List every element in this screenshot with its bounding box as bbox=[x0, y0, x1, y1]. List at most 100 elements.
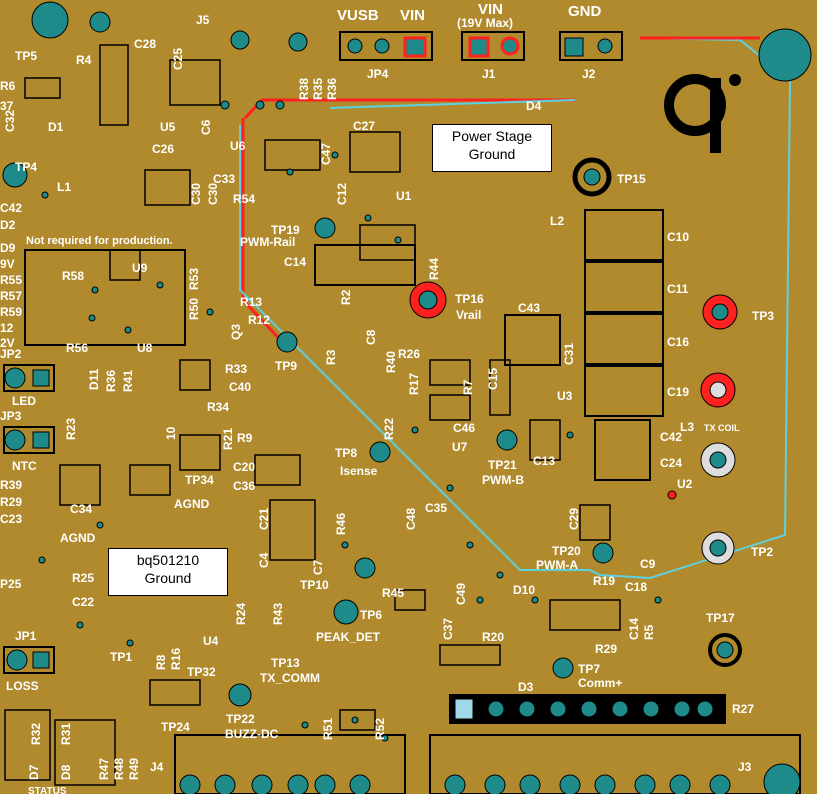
label-9v: 9V bbox=[0, 257, 15, 271]
label-j5: J5 bbox=[196, 13, 210, 27]
label-r58: R58 bbox=[62, 269, 84, 283]
label-c21: C21 bbox=[257, 508, 271, 530]
label-c42b: C42 bbox=[660, 430, 682, 444]
label-r13: R13 bbox=[240, 295, 262, 309]
label-d1: D1 bbox=[48, 120, 64, 134]
label-r12: R12 bbox=[248, 313, 270, 327]
label-c32: C32 bbox=[3, 110, 17, 132]
label-r29: R29 bbox=[595, 642, 617, 656]
label-c20: C20 bbox=[233, 460, 255, 474]
label-tp22: TP22 bbox=[226, 712, 255, 726]
label-c27: C27 bbox=[353, 119, 375, 133]
label-r5: R5 bbox=[642, 624, 656, 640]
label-r6: R6 bbox=[0, 79, 16, 93]
label-vusb: VUSB bbox=[337, 7, 379, 24]
label-c14b: C14 bbox=[627, 618, 641, 640]
label-c47: C47 bbox=[319, 143, 333, 165]
label-r35: R35 bbox=[311, 78, 325, 100]
label-c37: C37 bbox=[441, 618, 455, 640]
label-2v: 2V bbox=[0, 336, 15, 350]
vias bbox=[38, 100, 677, 742]
label-u3: U3 bbox=[557, 389, 573, 403]
label-c24: C24 bbox=[660, 456, 682, 470]
qi-logo-icon bbox=[664, 74, 741, 153]
label-r50: R50 bbox=[187, 298, 201, 320]
label-jp4: JP4 bbox=[367, 67, 389, 81]
label-tp1: TP1 bbox=[110, 650, 132, 664]
label-r19: R19 bbox=[593, 574, 615, 588]
label-status: STATUS bbox=[28, 786, 67, 794]
label-c25: C25 bbox=[171, 48, 185, 70]
label-c48: C48 bbox=[404, 508, 418, 530]
label-r36: R36 bbox=[325, 78, 339, 100]
label-c43: C43 bbox=[518, 301, 540, 315]
label-r17: R17 bbox=[407, 373, 421, 395]
label-agnd: AGND bbox=[174, 497, 210, 511]
label-r52: R52 bbox=[373, 718, 387, 740]
label-c33: C33 bbox=[213, 172, 235, 186]
label-r32: R32 bbox=[29, 723, 43, 745]
label-d3: D3 bbox=[518, 680, 534, 694]
label-u4: U4 bbox=[203, 634, 219, 648]
test-points bbox=[2, 11, 742, 707]
label-r55: R55 bbox=[0, 273, 22, 287]
label-jp3: JP3 bbox=[0, 409, 22, 423]
label-tp21: TP21 bbox=[488, 458, 517, 472]
label-r21: R21 bbox=[221, 428, 235, 450]
label-c30: C30 bbox=[189, 183, 203, 205]
connector-pins bbox=[179, 698, 731, 794]
label-j3: J3 bbox=[738, 760, 752, 774]
label-c14: C14 bbox=[284, 255, 306, 269]
label-r10: 10 bbox=[164, 426, 178, 440]
label-r41: R41 bbox=[121, 370, 135, 392]
label-r36b: R36 bbox=[104, 370, 118, 392]
label-pwm-a: PWM-A bbox=[536, 558, 578, 572]
label-isense: Isense bbox=[340, 464, 378, 478]
label-r44: R44 bbox=[427, 258, 441, 280]
label-c40: C40 bbox=[229, 380, 251, 394]
label-c15: C15 bbox=[486, 368, 500, 390]
label-c8: C8 bbox=[364, 329, 378, 345]
note-bq501210-ground: bq501210 Ground bbox=[108, 548, 228, 596]
label-c13: C13 bbox=[533, 454, 555, 468]
label-r48: R48 bbox=[112, 758, 126, 780]
label-tp6: TP6 bbox=[360, 608, 382, 622]
label-r39: R39 bbox=[0, 478, 22, 492]
label-c7: C7 bbox=[311, 559, 325, 575]
label-vin-max: (19V Max) bbox=[457, 16, 513, 30]
label-c6: C6 bbox=[199, 119, 213, 135]
label-c18: C18 bbox=[625, 580, 647, 594]
label-vin: VIN bbox=[400, 7, 425, 24]
label-c19: C19 bbox=[667, 385, 689, 399]
label-r7: R7 bbox=[461, 379, 475, 395]
label-c31: C31 bbox=[562, 343, 576, 365]
label-r45: R45 bbox=[382, 586, 404, 600]
label-u1: U1 bbox=[396, 189, 412, 203]
label-r23: R23 bbox=[64, 418, 78, 440]
label-tp13: TP13 bbox=[271, 656, 300, 670]
label-gnd: GND bbox=[568, 3, 602, 20]
label-r8: R8 bbox=[154, 654, 168, 670]
label-r9: R9 bbox=[237, 431, 253, 445]
label-r2: R2 bbox=[339, 289, 353, 305]
label-j2: J2 bbox=[582, 67, 596, 81]
label-j1: J1 bbox=[482, 67, 496, 81]
label-l2: L2 bbox=[550, 214, 564, 228]
label-r26: R26 bbox=[398, 347, 420, 361]
label-r51: R51 bbox=[321, 718, 335, 740]
label-c46: C46 bbox=[453, 421, 475, 435]
label-c22: C22 bbox=[72, 595, 94, 609]
label-tp17: TP17 bbox=[706, 611, 735, 625]
label-c49: C49 bbox=[454, 583, 468, 605]
label-j4: J4 bbox=[150, 760, 164, 774]
label-d10: D10 bbox=[513, 583, 535, 597]
red-trace bbox=[241, 98, 575, 347]
label-jp2: JP2 bbox=[0, 347, 22, 361]
label-c3: C30 bbox=[206, 183, 220, 205]
label-jp1: JP1 bbox=[15, 629, 37, 643]
label-pwm-rail: PWM-Rail bbox=[240, 235, 295, 249]
label-peak-det: PEAK_DET bbox=[316, 630, 381, 644]
